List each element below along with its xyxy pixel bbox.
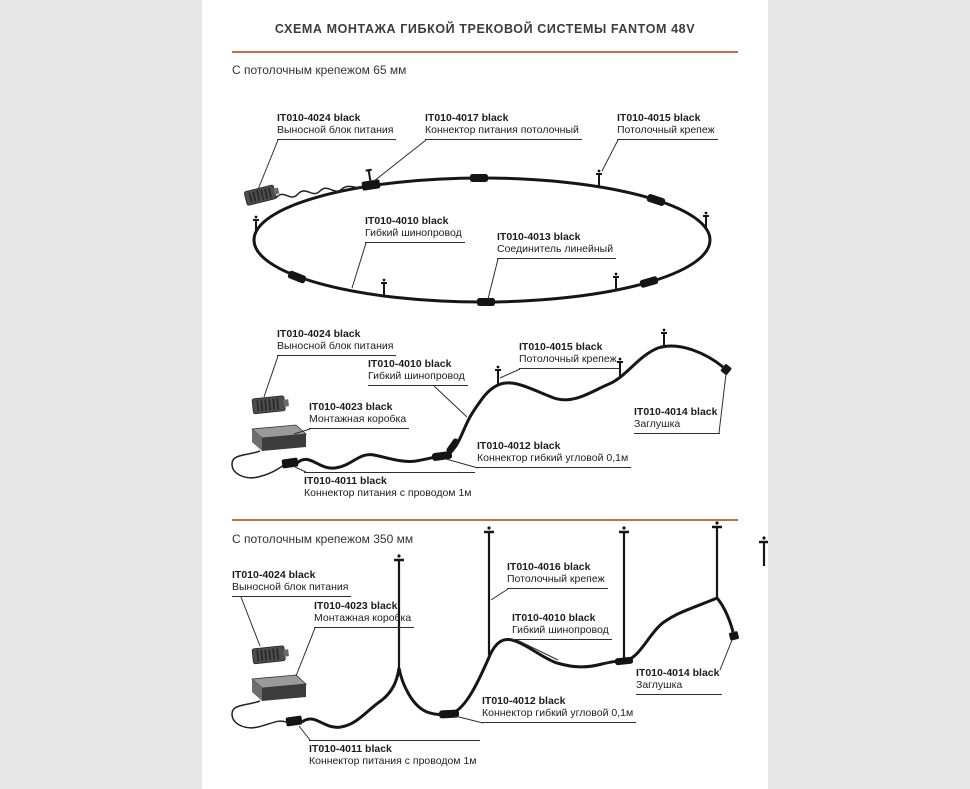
linear-connector [477, 298, 495, 306]
part-label-4014: IT010-4014 black Заглушка [636, 667, 723, 695]
part-label-4010: IT010-4010 black Гибкий шинопровод [368, 358, 468, 386]
part-label-4023: IT010-4023 black Монтажная коробка [314, 600, 415, 628]
part-label-4015: IT010-4015 black Потолочный крепеж [617, 112, 718, 140]
diagram-ring-65mm [244, 139, 712, 306]
end-cap [720, 364, 732, 375]
part-label-4024: IT010-4024 black Выносной блок питания [277, 112, 397, 140]
power-supply-unit [251, 395, 289, 415]
part-label-4010: IT010-4010 black Гибкий шинопровод [365, 215, 465, 243]
divider-top [232, 51, 738, 53]
part-code: IT010-4015 black [617, 112, 701, 124]
part-code: IT010-4010 black [365, 215, 449, 227]
part-code: IT010-4012 black [477, 440, 561, 452]
part-label-4014: IT010-4014 black Заглушка [634, 406, 721, 434]
part-desc: Монтажная коробка [314, 612, 412, 625]
linear-connector [639, 276, 659, 288]
corner-connector [446, 438, 460, 454]
part-code: IT010-4023 black [314, 600, 398, 612]
part-desc: Монтажная коробка [309, 413, 407, 426]
corner-connector [438, 709, 460, 719]
part-code: IT010-4016 black [507, 561, 591, 573]
part-label-4012: IT010-4012 black Коннектор гибкий углово… [482, 695, 637, 723]
diagram-wave-350mm [231, 521, 768, 741]
part-code: IT010-4024 black [277, 112, 361, 124]
part-desc: Заглушка [636, 679, 683, 692]
track-wave [296, 344, 724, 470]
suspension-rod [394, 521, 768, 668]
part-code: IT010-4017 black [425, 112, 509, 124]
part-desc: Выносной блок питания [277, 340, 394, 353]
corner-connector [431, 451, 453, 461]
power-cord [231, 700, 287, 729]
part-label-4016: IT010-4016 black Потолочный крепеж [507, 561, 608, 589]
part-desc: Коннектор питания потолочный [425, 124, 579, 137]
installation-diagrams [231, 139, 768, 741]
part-code: IT010-4015 black [519, 341, 603, 353]
part-label-4010: IT010-4010 black Гибкий шинопровод [512, 612, 612, 640]
part-desc: Коннектор гибкий угловой 0,1м [482, 707, 634, 720]
track-wave [301, 596, 735, 729]
part-label-4011: IT010-4011 black Коннектор питания с про… [304, 472, 475, 500]
part-label-4024: IT010-4024 black Выносной блок питания [277, 328, 397, 356]
part-code: IT010-4014 black [634, 406, 718, 418]
part-desc: Потолочный крепеж [519, 353, 617, 366]
part-code: IT010-4014 black [636, 667, 720, 679]
part-code: IT010-4010 black [512, 612, 596, 624]
part-code: IT010-4012 black [482, 695, 566, 707]
diagram-wave-65mm [231, 328, 732, 479]
part-label-4013: IT010-4013 black Соединитель линейный [497, 231, 617, 259]
part-label-4012: IT010-4012 black Коннектор гибкий углово… [477, 440, 632, 468]
divider-bottom [232, 519, 738, 521]
section-heading-65mm: С потолочным крепежом 65 мм [232, 63, 407, 77]
part-desc: Коннектор питания с проводом 1м [304, 487, 472, 500]
power-supply-unit [251, 645, 289, 665]
mounting-box [251, 424, 307, 451]
part-code: IT010-4024 black [277, 328, 361, 340]
part-code: IT010-4023 black [309, 401, 393, 413]
part-desc: Гибкий шинопровод [365, 227, 462, 240]
power-feed-connector [281, 457, 299, 469]
part-label-4015: IT010-4015 black Потолочный крепеж [519, 341, 620, 369]
power-feed-connector [285, 715, 303, 727]
part-desc: Заглушка [634, 418, 681, 431]
power-cord [231, 450, 285, 479]
part-desc: Потолочный крепеж [617, 124, 715, 137]
end-cap [728, 631, 739, 641]
part-desc: Гибкий шинопровод [368, 370, 465, 383]
section-heading-350mm: С потолочным крепежом 350 мм [232, 532, 414, 546]
ceiling-mount-pin [253, 169, 709, 297]
part-desc: Соединитель линейный [497, 243, 614, 256]
part-desc: Гибкий шинопровод [512, 624, 609, 637]
linear-connector [646, 194, 666, 206]
part-code: IT010-4013 black [497, 231, 581, 243]
part-code: IT010-4010 black [368, 358, 452, 370]
part-desc: Выносной блок питания [232, 581, 349, 594]
leader-lines [256, 139, 619, 300]
ceiling-mount-pin [495, 328, 667, 384]
leader-lines [263, 355, 727, 473]
power-cord [275, 184, 367, 199]
linear-connector [287, 270, 307, 284]
part-code: IT010-4024 black [232, 569, 316, 581]
power-supply-unit [244, 184, 280, 206]
part-code: IT010-4011 black [304, 475, 387, 487]
mounting-box [251, 674, 307, 701]
catalog-page: СХЕМА МОНТАЖА ГИБКОЙ ТРЕКОВОЙ СИСТЕМЫ FA… [202, 0, 768, 789]
part-desc: Коннектор питания с проводом 1м [309, 755, 477, 768]
linear-connector [614, 656, 634, 666]
part-label-4011: IT010-4011 black Коннектор питания с про… [309, 740, 480, 768]
leader-lines [240, 588, 733, 741]
part-desc: Коннектор гибкий угловой 0,1м [477, 452, 629, 465]
page-title: СХЕМА МОНТАЖА ГИБКОЙ ТРЕКОВОЙ СИСТЕМЫ FA… [274, 22, 696, 36]
linear-connector [470, 174, 488, 182]
part-label-4024: IT010-4024 black Выносной блок питания [232, 569, 352, 597]
part-desc: Выносной блок питания [277, 124, 394, 137]
part-desc: Потолочный крепеж [507, 573, 605, 586]
part-label-4023: IT010-4023 black Монтажная коробка [309, 401, 410, 429]
part-label-4017: IT010-4017 black Коннектор питания потол… [425, 112, 582, 140]
part-code: IT010-4011 black [309, 743, 392, 755]
ceiling-power-connector [361, 168, 381, 191]
